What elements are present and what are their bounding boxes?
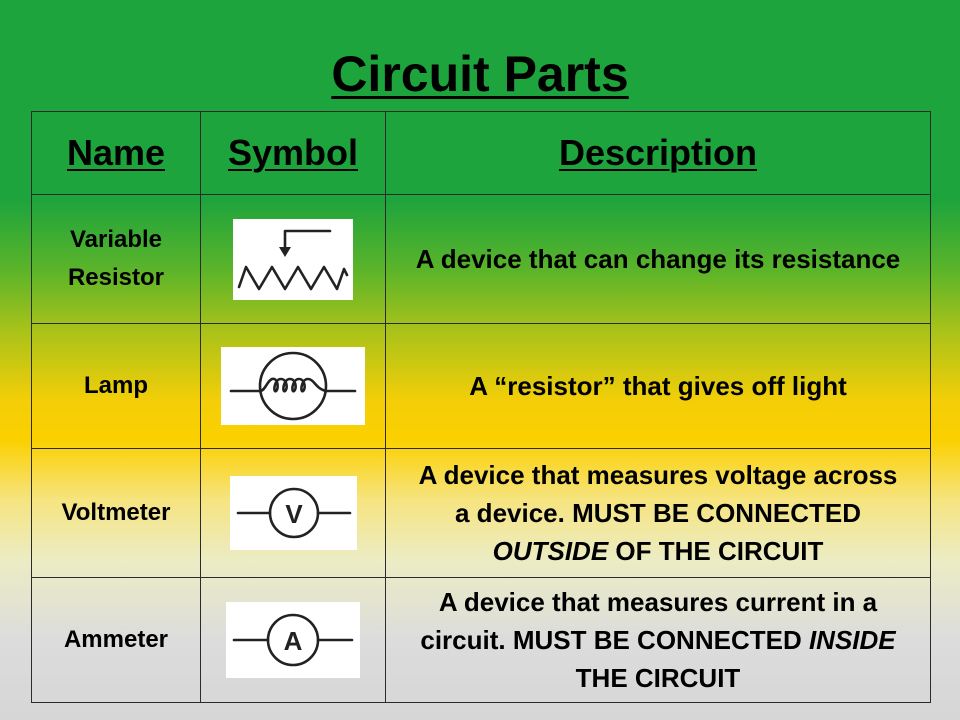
voltmeter-letter: V (285, 499, 303, 529)
header-symbol: Symbol (200, 111, 386, 195)
row-name: Lamp (31, 323, 201, 449)
table-row: Lamp A “resistor” that gives off light (31, 323, 931, 449)
row-description: A “resistor” that gives off light (385, 323, 931, 449)
table-header-row: Name Symbol Description (31, 111, 931, 195)
header-name: Name (31, 111, 201, 195)
row-symbol: V (200, 448, 386, 578)
ammeter-letter: A (284, 626, 303, 656)
table-row: Voltmeter V A device that measures volta… (31, 448, 931, 578)
page-title: Circuit Parts (331, 46, 629, 102)
row-symbol (200, 194, 386, 324)
row-description: A device that measures current in a circ… (385, 577, 931, 703)
ammeter-icon: A (226, 602, 360, 678)
row-symbol: A (200, 577, 386, 703)
row-symbol (200, 323, 386, 449)
voltmeter-icon: V (229, 476, 357, 550)
row-name: Ammeter (31, 577, 201, 703)
row-name: Voltmeter (31, 448, 201, 578)
table-row: Ammeter A A device that measures current… (31, 577, 931, 703)
header-description: Description (385, 111, 931, 195)
row-description: A device that measures voltage across a … (385, 448, 931, 578)
row-description: A device that can change its resistance (385, 194, 931, 324)
lamp-icon (221, 347, 365, 425)
variable-resistor-icon (233, 218, 353, 300)
